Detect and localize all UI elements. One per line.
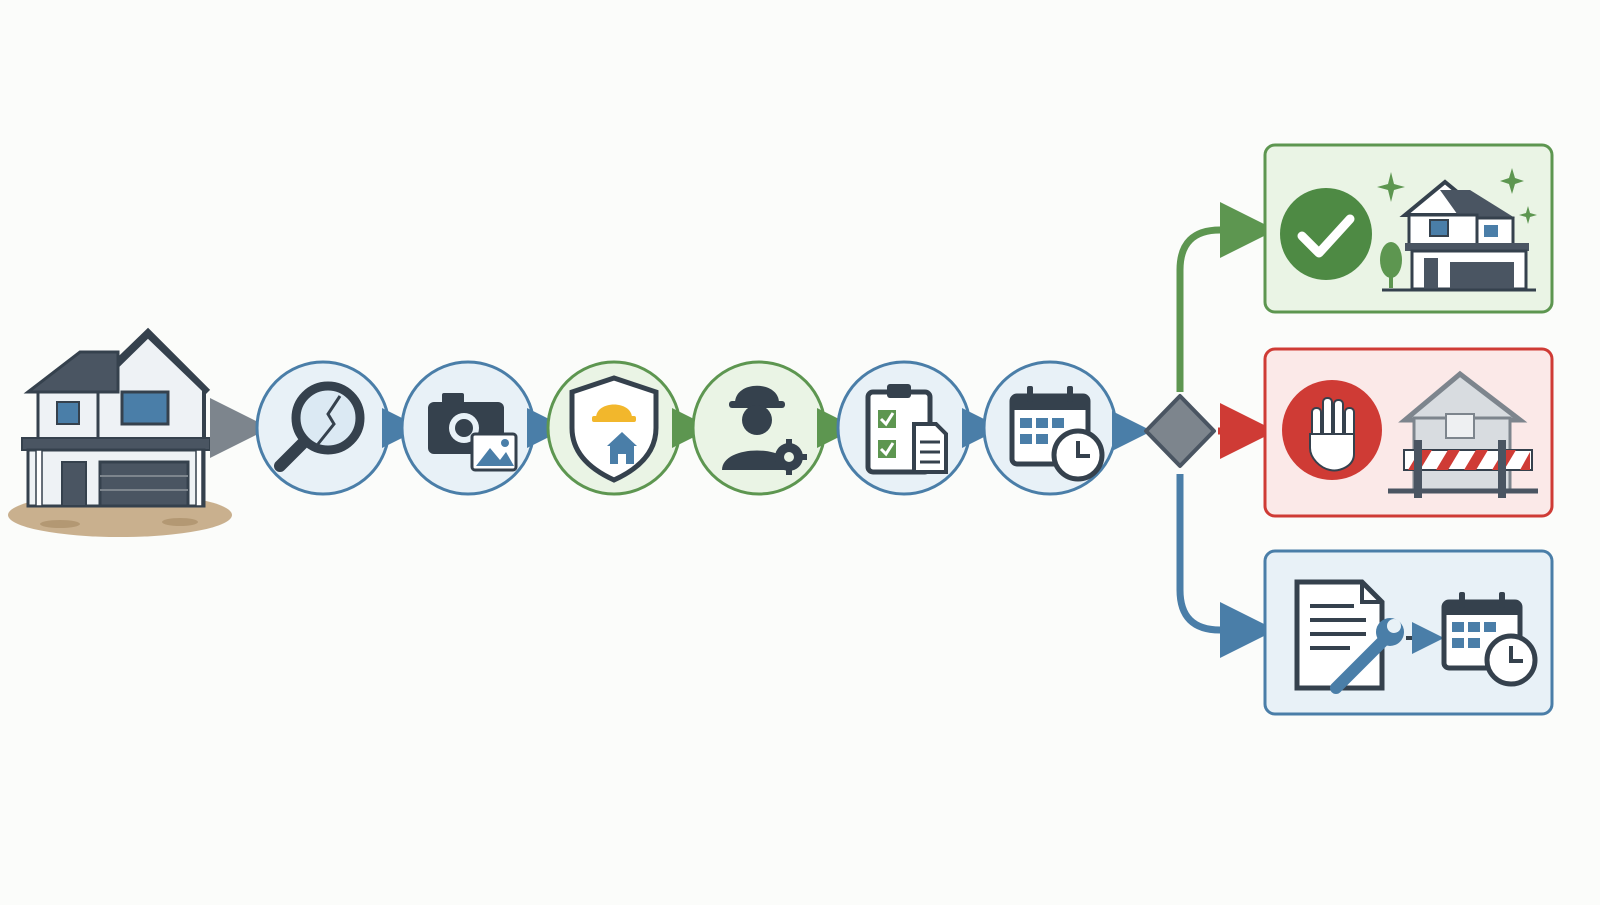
approved-branch-arrow — [1176, 202, 1276, 392]
step-2-node — [400, 360, 536, 496]
step-1-node — [255, 360, 391, 496]
outcome-repair-reschedule-card — [1263, 549, 1554, 716]
worker-gear-icon — [722, 385, 807, 475]
outcome-stopped-card — [1263, 347, 1554, 518]
step-5-node — [836, 360, 972, 496]
calendar-clock-icon — [1009, 386, 1105, 482]
step-3-node — [546, 360, 682, 496]
camera-photo-icon — [428, 393, 518, 472]
repair-document-reschedule-icon — [1294, 579, 1538, 694]
decision-diamond-icon — [1144, 394, 1216, 468]
outcome-approved-card — [1263, 143, 1554, 314]
stop-hand-barricade-house-icon — [1282, 370, 1538, 498]
safety-shield-hard-hat-house-icon — [569, 375, 659, 483]
approved-check-house-icon — [1280, 168, 1537, 292]
crack-inspection-magnifier-icon — [274, 381, 365, 472]
repair-branch-arrow — [1176, 474, 1276, 658]
step-6-node — [982, 360, 1118, 496]
house-under-construction-icon — [8, 327, 232, 537]
step-4-node — [691, 360, 827, 496]
checklist-document-icon — [865, 384, 948, 475]
